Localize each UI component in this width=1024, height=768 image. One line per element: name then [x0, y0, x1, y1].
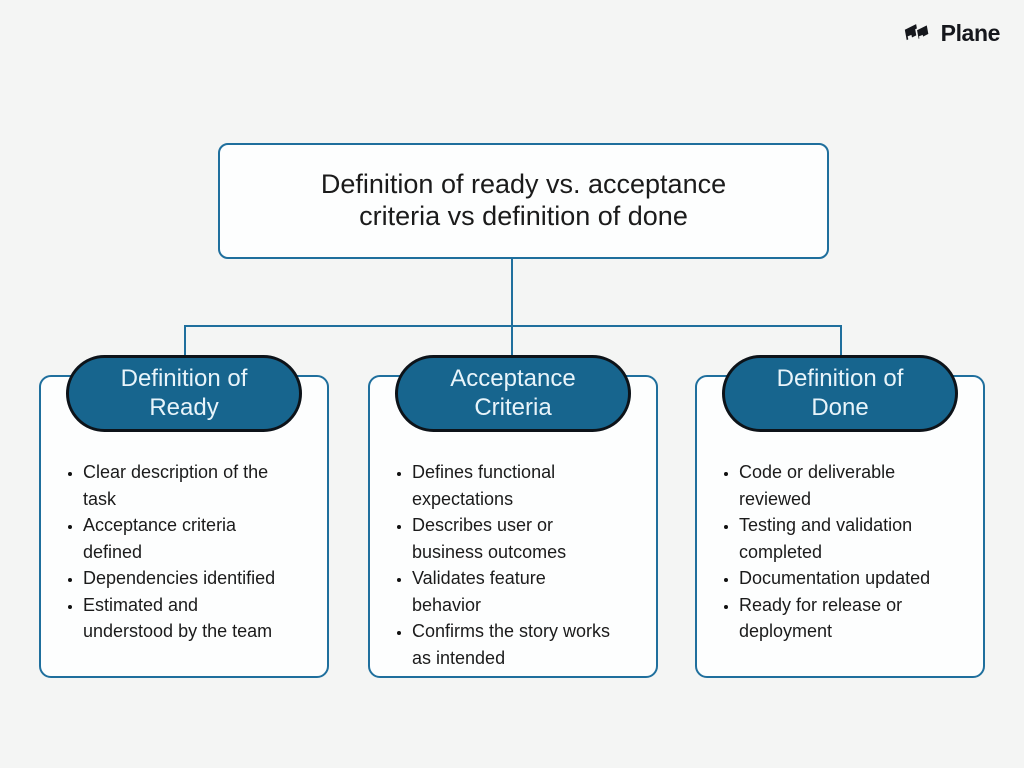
pill-label: Definition of Ready	[120, 365, 248, 421]
definition-of-ready-list: Clear description of the taskAcceptance …	[41, 459, 283, 645]
list-item: Estimated and understood by the team	[83, 592, 283, 645]
column-definition-of-done: Code or deliverable reviewedTesting and …	[695, 355, 985, 678]
list-item: Testing and validation completed	[739, 512, 939, 565]
list-item: Code or deliverable reviewed	[739, 459, 939, 512]
list-item: Documentation updated	[739, 565, 939, 592]
pill-definition-of-ready: Definition of Ready	[66, 355, 302, 432]
connector-horizontal	[184, 325, 842, 327]
plane-logo-icon	[902, 21, 934, 46]
connector-vertical-center	[511, 259, 513, 357]
column-definition-of-ready: Clear description of the taskAcceptance …	[39, 355, 329, 678]
list-item: Validates feature behavior	[412, 565, 612, 618]
pill-acceptance-criteria: Acceptance Criteria	[395, 355, 631, 432]
column-acceptance-criteria: Defines functional expectationsDescribes…	[368, 355, 658, 678]
definition-of-done-list: Code or deliverable reviewedTesting and …	[697, 459, 939, 645]
list-item: Ready for release or deployment	[739, 592, 939, 645]
connector-vertical-left	[184, 327, 186, 357]
root-title-node: Definition of ready vs. acceptance crite…	[218, 143, 829, 259]
pill-definition-of-done: Definition of Done	[722, 355, 958, 432]
list-item: Confirms the story works as intended	[412, 618, 612, 671]
list-item: Dependencies identified	[83, 565, 283, 592]
pill-label: Acceptance Criteria	[450, 365, 576, 421]
connector-vertical-right	[840, 327, 842, 357]
plane-logo: Plane	[902, 20, 1000, 47]
plane-logo-wordmark: Plane	[940, 20, 1001, 46]
acceptance-criteria-list: Defines functional expectationsDescribes…	[370, 459, 612, 671]
diagram-title: Definition of ready vs. acceptance crite…	[320, 169, 727, 231]
list-item: Defines functional expectations	[412, 459, 612, 512]
pill-label: Definition of Done	[776, 365, 904, 421]
list-item: Clear description of the task	[83, 459, 283, 512]
list-item: Acceptance criteria defined	[83, 512, 283, 565]
list-item: Describes user or business outcomes	[412, 512, 612, 565]
